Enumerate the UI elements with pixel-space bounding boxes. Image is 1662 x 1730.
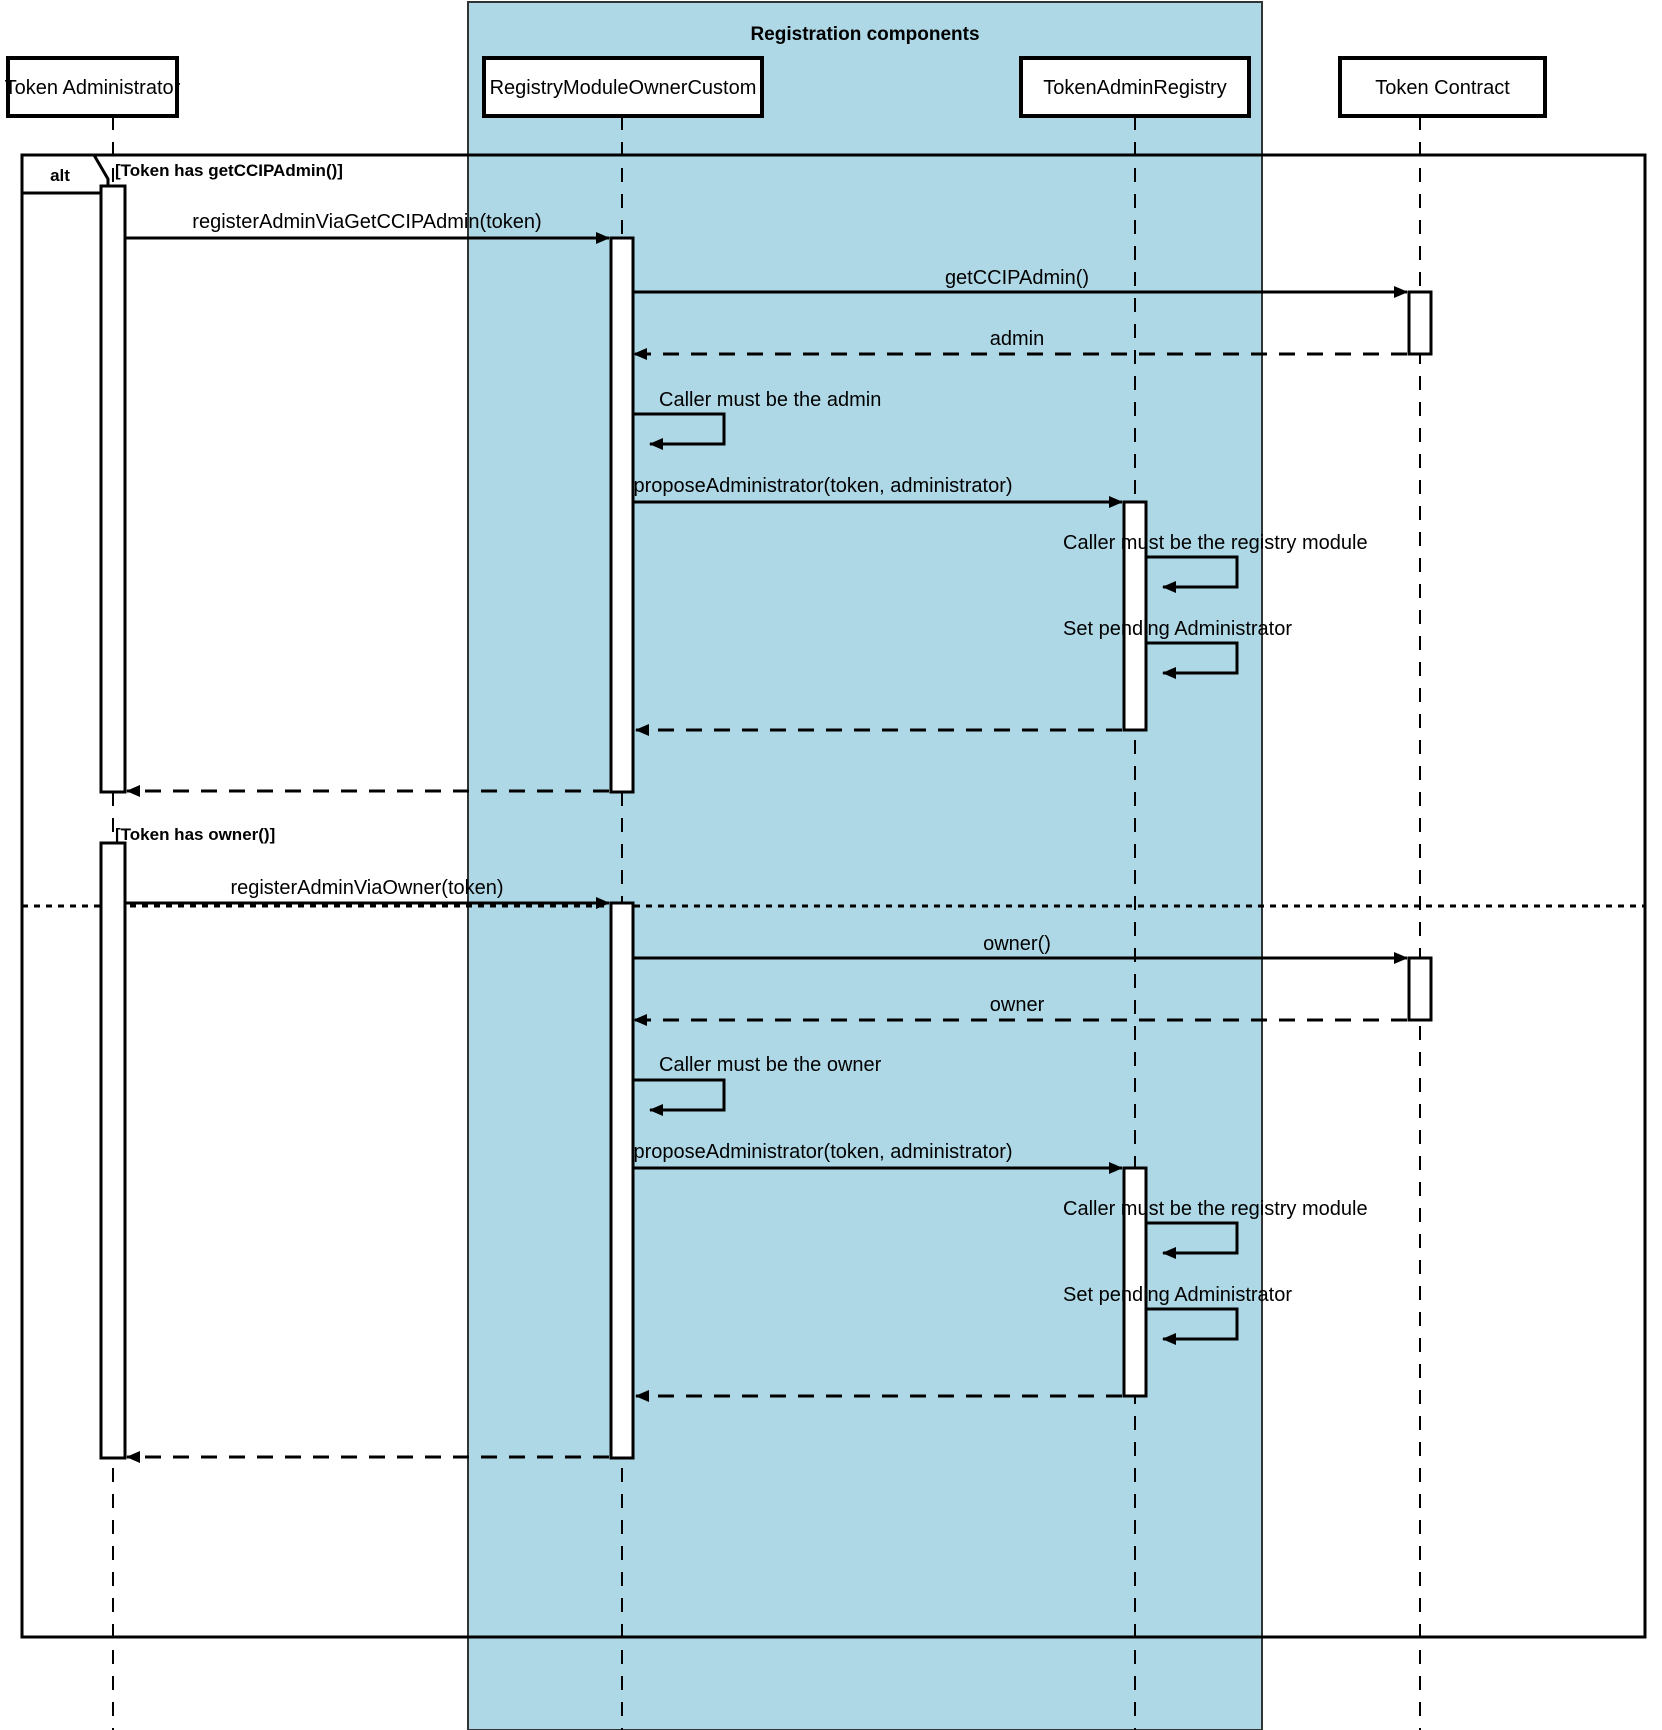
- activation-bars-layer: [99, 184, 1433, 1460]
- self-message-m15: [1147, 1221, 1239, 1259]
- activation-bar-admin-4: [99, 841, 127, 1460]
- message-label-m3: admin: [990, 328, 1044, 350]
- lifeline-label-token: Token Contract: [1375, 77, 1510, 99]
- message-label-m7: Set pending Administrator: [1063, 618, 1292, 640]
- alt-guard-0: [Token has getCCIPAdmin()]: [115, 161, 343, 180]
- message-label-m14: proposeAdministrator(token, administrato…: [633, 1141, 1012, 1163]
- activation-bar-admin-0: [99, 184, 127, 794]
- message-label-m13: Caller must be the owner: [659, 1054, 882, 1076]
- message-label-m6: Caller must be the registry module: [1063, 532, 1368, 554]
- lifeline-label-admin: Token Administrator: [5, 77, 181, 99]
- lifeline-label-registry: RegistryModuleOwnerCustom: [490, 77, 757, 99]
- activation-bar-tar-7: [1122, 1166, 1148, 1398]
- self-message-m4: [634, 412, 726, 450]
- alt-fragment-border: [20, 153, 1647, 1639]
- message-label-m5: proposeAdministrator(token, administrato…: [633, 475, 1012, 497]
- group-box: [467, 1, 1263, 1730]
- lifelines-layer: Token Administrator RegistryModuleOwnerCu…: [5, 56, 1547, 1730]
- message-label-m16: Set pending Administrator: [1063, 1284, 1292, 1306]
- alt-operator-label: alt: [50, 166, 70, 185]
- self-message-m6: [1147, 555, 1239, 593]
- alt-guard-1: [Token has owner()]: [115, 825, 275, 844]
- group-title: Registration components: [750, 24, 979, 45]
- activation-bar-registry-1: [609, 236, 635, 794]
- self-message-m13: [634, 1078, 726, 1116]
- lifeline-label-tar: TokenAdminRegistry: [1043, 77, 1226, 99]
- messages-layer: registerAdminViaGetCCIPAdmin(token) getCC…: [126, 211, 1408, 1463]
- self-message-m16: [1147, 1307, 1239, 1345]
- activation-bar-tar-3: [1122, 500, 1148, 732]
- group-frame: Registration components: [467, 1, 1263, 1730]
- message-label-m2: getCCIPAdmin(): [945, 267, 1089, 289]
- activation-bar-token-6: [1407, 956, 1433, 1022]
- message-label-m11: owner(): [983, 933, 1051, 955]
- activation-bar-registry-5: [609, 901, 635, 1460]
- activation-bar-token-2: [1407, 290, 1433, 356]
- lifeline-box-token[interactable]: [1338, 56, 1547, 118]
- alt-fragment-layer: alt [Token has getCCIPAdmin()] [Token has …: [20, 153, 1647, 1639]
- self-message-m7: [1147, 641, 1239, 679]
- lifeline-box-tar[interactable]: [1019, 56, 1251, 118]
- message-label-m1: registerAdminViaGetCCIPAdmin(token): [192, 211, 541, 233]
- lifeline-box-admin[interactable]: [6, 56, 179, 118]
- lifeline-box-registry[interactable]: [482, 56, 764, 118]
- message-label-m4: Caller must be the admin: [659, 389, 881, 411]
- message-label-m15: Caller must be the registry module: [1063, 1198, 1368, 1220]
- message-label-m12: owner: [990, 994, 1045, 1016]
- message-label-m10: registerAdminViaOwner(token): [230, 877, 503, 899]
